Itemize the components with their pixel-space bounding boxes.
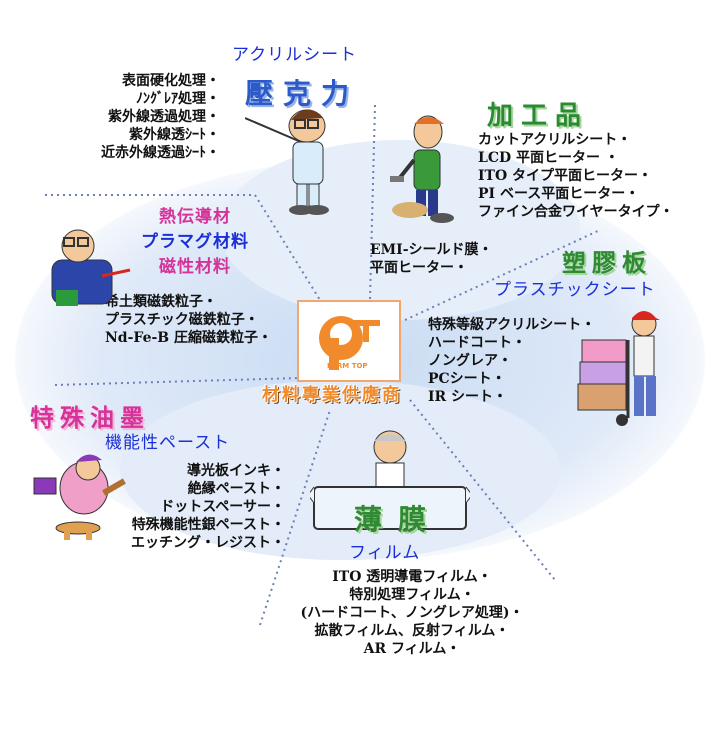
ink-subtitle: 機能性ペースト — [105, 433, 231, 453]
acrylic-subtitle: アクリルシート — [232, 45, 358, 65]
teacher-illustration — [245, 109, 329, 215]
plastic-subtitle: プラスチックシート — [494, 280, 656, 300]
list-item: 紫外線透ｼｰﾄ・ — [129, 127, 220, 143]
list-item: ファイン合金ワイヤータイプ・ — [478, 204, 674, 220]
list-item: 導光板インキ・ — [187, 463, 285, 479]
list-item: ITO 透明導電フィルム・ — [332, 569, 492, 585]
list-item: エッチング・レジスト・ — [131, 535, 285, 551]
ink-title: 特殊油墨 — [30, 404, 150, 432]
businessman-illustration — [51, 229, 131, 306]
list-item: カットアクリルシート・ — [478, 132, 632, 148]
logo-p-icon — [319, 316, 380, 370]
processed-extra-list: EMI-シールド膜・ 平面ヒーター・ — [370, 241, 493, 277]
list-item: 特殊機能性銀ペースト・ — [131, 517, 285, 533]
logo-label: PERM TOP — [327, 362, 368, 370]
list-item: ドットスペーサー・ — [160, 499, 285, 515]
company-logo: PERM TOP — [297, 300, 401, 382]
list-item: 拡散フィルム、反射フィルム・ — [314, 623, 510, 639]
craftsman-illustration — [390, 115, 454, 223]
list-item: (ハードコート、ノングレア処理)・ — [300, 605, 524, 621]
list-item: ﾉﾝｸﾞﾚｱ処理・ — [136, 91, 220, 107]
plastic-title: 塑膠板 — [562, 249, 652, 277]
acrylic-title: 壓克力 — [245, 77, 360, 110]
list-item: 希土類磁鉄粒子・ — [105, 294, 217, 310]
list-item: PI ベース平面ヒーター・ — [478, 186, 640, 202]
film-title: 薄膜 — [354, 503, 443, 536]
list-item: AR フィルム・ — [363, 641, 461, 657]
list-item: ノングレア・ — [428, 353, 512, 369]
list-item: EMI-シールド膜・ — [370, 242, 493, 258]
processed-title: 加工品 — [487, 101, 590, 131]
list-item: プラスチック磁鉄粒子・ — [105, 312, 259, 328]
processed-list: カットアクリルシート・ LCD 平面ヒーター ・ ITO タイプ平面ヒーター・ … — [478, 131, 674, 221]
list-item: 特殊等級アクリルシート・ — [428, 317, 596, 333]
list-item: 紫外線透過処理・ — [108, 109, 220, 125]
film-subtitle: フィルム — [349, 543, 421, 563]
painter-illustration — [33, 454, 126, 540]
list-item: 近赤外線透過ｼｰﾄ・ — [101, 145, 220, 161]
magnetic-title-line: 熱伝導材 — [159, 207, 231, 227]
film-list: ITO 透明導電フィルム・ 特別処理フィルム・ (ハードコート、ノングレア処理)… — [262, 568, 562, 658]
list-item: PCシート・ — [428, 371, 506, 387]
magnetic-title-line: 磁性材料 — [159, 257, 231, 277]
list-item: IR シート・ — [428, 389, 508, 405]
list-item: Nd-Fe-B 圧縮磁鉄粒子・ — [105, 330, 272, 346]
list-item: ハードコート・ — [428, 335, 526, 351]
magnetic-title-line: プラマグ材料 — [141, 232, 249, 252]
list-item: 表面硬化処理・ — [122, 73, 220, 89]
magnetic-list: 希土類磁鉄粒子・ プラスチック磁鉄粒子・ Nd-Fe-B 圧縮磁鉄粒子・ — [105, 293, 272, 347]
company-tagline: 材料專業供應商 — [262, 385, 402, 405]
list-item: ITO タイプ平面ヒーター・ — [478, 168, 653, 184]
acrylic-list: 表面硬化処理・ ﾉﾝｸﾞﾚｱ処理・ 紫外線透過処理・ 紫外線透ｼｰﾄ・ 近赤外線… — [60, 72, 220, 162]
mover-illustration — [577, 311, 660, 426]
list-item: 平面ヒーター・ — [370, 260, 468, 276]
ink-list: 導光板インキ・ 絶縁ペースト・ ドットスペーサー・ 特殊機能性銀ペースト・ エッ… — [80, 462, 285, 552]
film-banner-illustration — [310, 430, 470, 530]
divider-lines — [45, 104, 601, 626]
plastic-list: 特殊等級アクリルシート・ ハードコート・ ノングレア・ PCシート・ IR シー… — [428, 316, 595, 406]
list-item: 特別処理フィルム・ — [349, 587, 475, 603]
magnetic-title: 熱伝導材 プラマグ材料 磁性材料 — [115, 205, 275, 280]
list-item: LCD 平面ヒーター ・ — [478, 150, 619, 166]
list-item: 絶縁ペースト・ — [187, 481, 285, 497]
